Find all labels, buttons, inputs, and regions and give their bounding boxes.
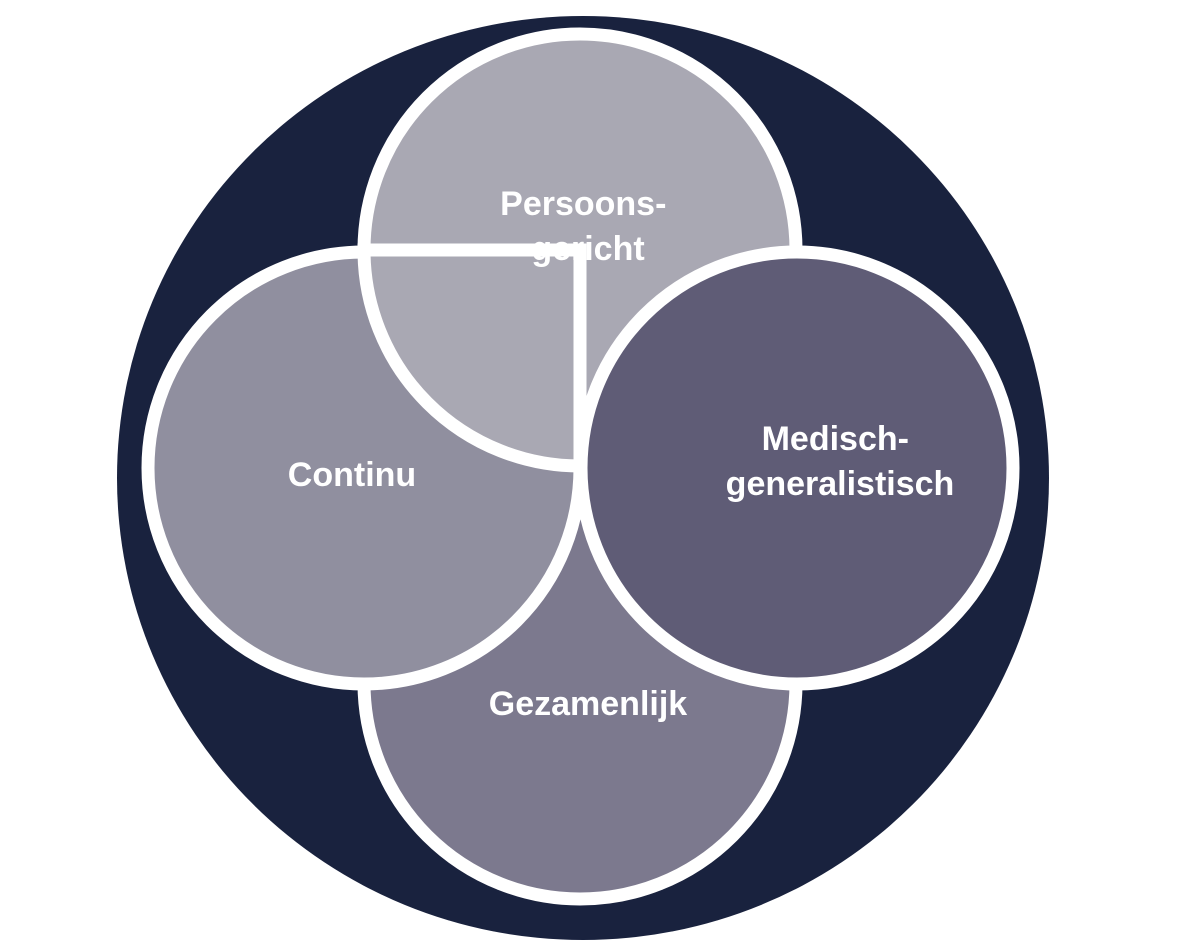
label-medisch-line-2: generalistisch — [726, 465, 955, 503]
label-persoonsgericht: Persoons- gericht — [500, 185, 676, 268]
label-medisch-generalistisch: Medisch- generalistisch — [726, 420, 955, 503]
label-medisch-line-1: Medisch- — [762, 420, 909, 458]
label-persoonsgericht-line-2: gericht — [531, 230, 644, 268]
petal-persoonsgericht-overlap — [357, 243, 587, 473]
labels-group: Persoons- gericht Continu Medisch- gener… — [288, 185, 955, 723]
petals-group — [141, 27, 1020, 906]
label-persoonsgericht-line-1: Persoons- — [500, 185, 666, 223]
label-gezamenlijk: Gezamenlijk — [489, 685, 688, 723]
label-continu: Continu — [288, 456, 416, 494]
